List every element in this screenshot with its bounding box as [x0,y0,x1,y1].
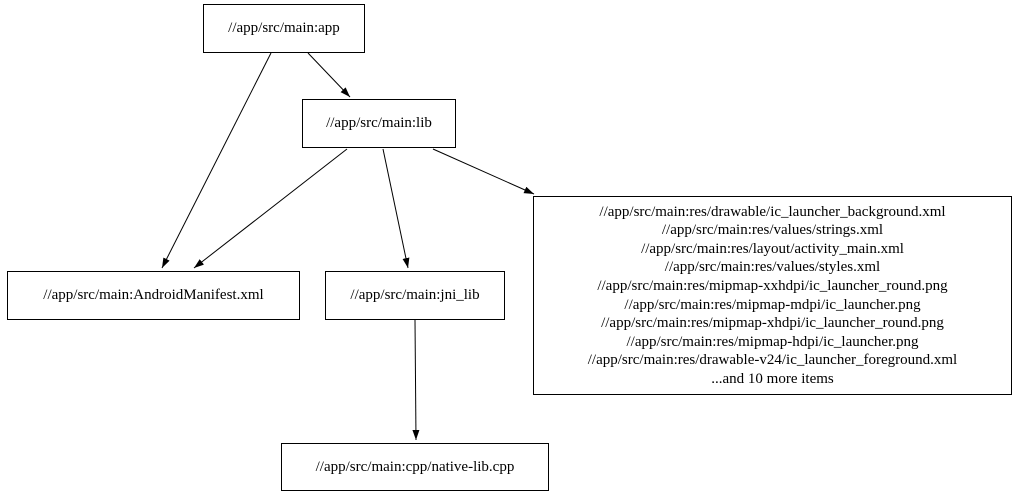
node-jni-lib: //app/src/main:jni_lib [325,271,505,320]
res-group-line: //app/src/main:res/drawable/ic_launcher_… [599,203,946,220]
node-jni-lib-label: //app/src/main:jni_lib [350,287,480,303]
node-res-group: //app/src/main:res/drawable/ic_launcher_… [533,196,1012,395]
node-app-label: //app/src/main:app [228,20,340,36]
res-group-line: //app/src/main:res/mipmap-xhdpi/ic_launc… [601,315,944,332]
res-group-line: //app/src/main:res/mipmap-hdpi/ic_launch… [626,333,919,350]
res-group-line: //app/src/main:res/layout/activity_main.… [641,240,904,257]
node-native-lib-cpp: //app/src/main:cpp/native-lib.cpp [281,443,549,491]
edge-lib-to-androidmanifest [193,148,348,269]
res-group-line: //app/src/main:res/drawable-v24/ic_launc… [587,352,958,369]
edge-app-to-androidmanifest [161,52,272,269]
edge-jni-lib-to-native-lib-cpp [412,319,420,441]
res-group-line: //app/src/main:res/values/strings.xml [661,222,884,239]
node-app: //app/src/main:app [203,4,365,53]
edge-app-to-lib [307,52,351,98]
node-android-manifest: //app/src/main:AndroidManifest.xml [7,271,300,320]
edge-lib-to-jni-lib [382,148,410,269]
node-android-manifest-label: //app/src/main:AndroidManifest.xml [43,287,264,303]
res-group-line: //app/src/main:res/mipmap-xxhdpi/ic_laun… [597,277,948,294]
node-lib: //app/src/main:lib [302,99,456,148]
res-group-more-items: ...and 10 more items [711,370,834,387]
node-native-lib-cpp-label: //app/src/main:cpp/native-lib.cpp [315,458,515,475]
edge-lib-to-res-group [432,148,535,195]
res-group-line: //app/src/main:res/values/styles.xml [664,259,881,276]
res-group-line: //app/src/main:res/mipmap-mdpi/ic_launch… [624,296,921,313]
node-lib-label: //app/src/main:lib [326,115,432,131]
